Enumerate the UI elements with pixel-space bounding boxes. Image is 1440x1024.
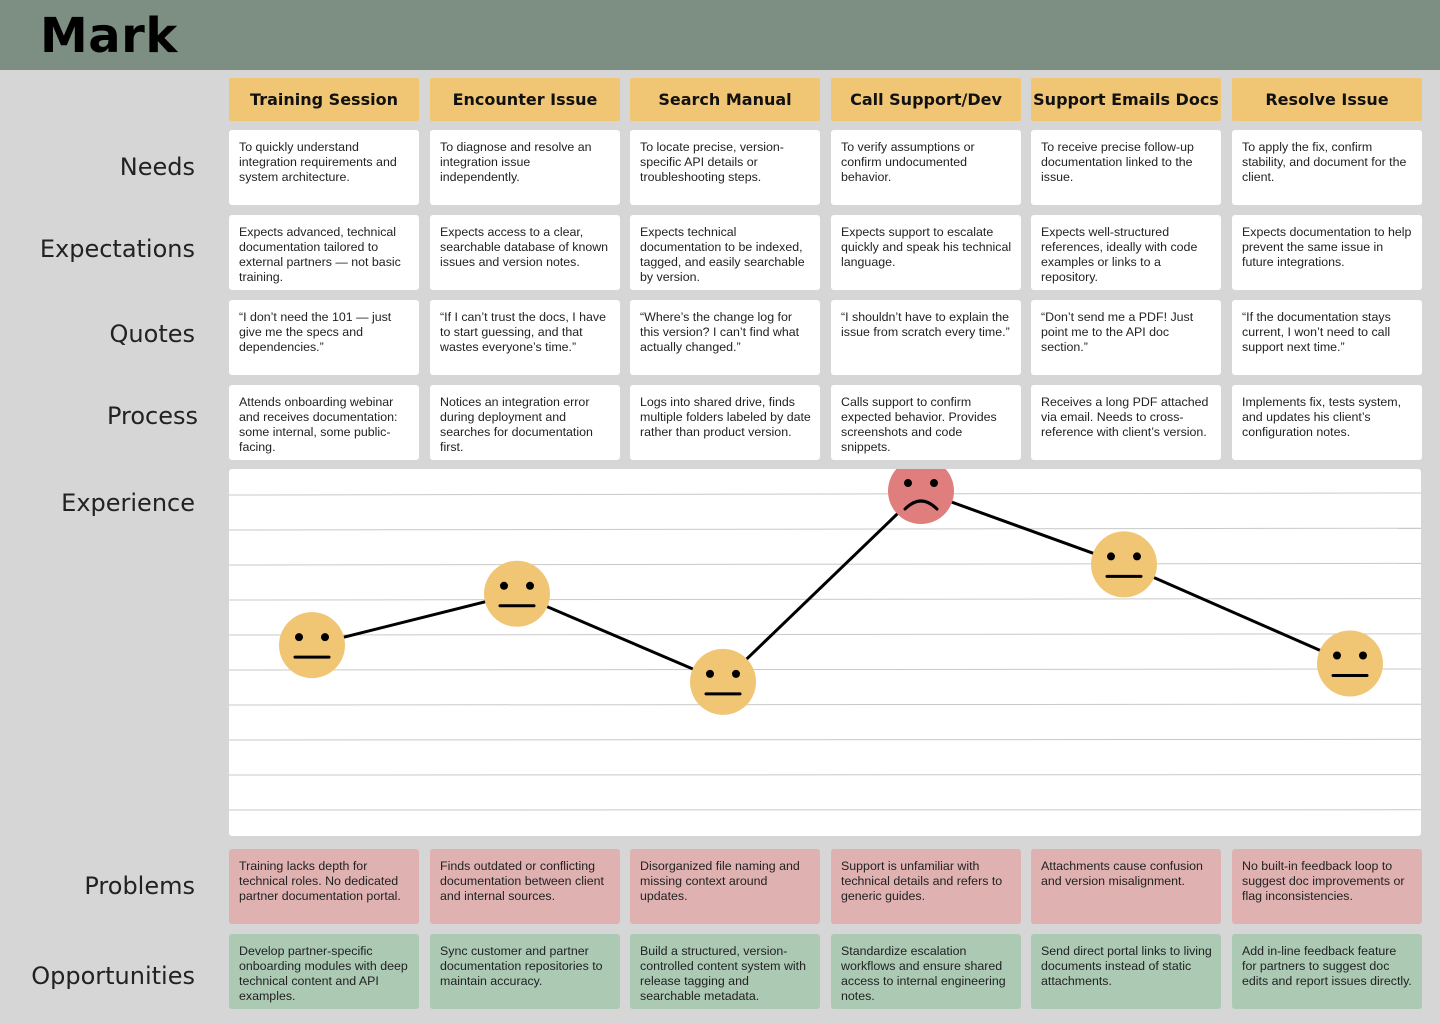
needs-cell: To quickly understand integration requir… <box>229 130 419 205</box>
needs-cell: To apply the fix, confirm stability, and… <box>1232 130 1422 205</box>
stage-header: Resolve Issue <box>1232 78 1422 121</box>
stage-header: Training Session <box>229 78 419 121</box>
stage-header: Search Manual <box>630 78 820 121</box>
expectations-cell: Expects well-structured references, idea… <box>1031 215 1221 290</box>
problem-cell: Attachments cause confusion and version … <box>1031 849 1221 924</box>
grid-line <box>229 527 1421 531</box>
quote-cell: “If I can’t trust the docs, I have to st… <box>430 300 620 375</box>
quote-cell: “If the documentation stays current, I w… <box>1232 300 1422 375</box>
process-cell: Logs into shared drive, finds multiple f… <box>630 385 820 460</box>
needs-cell: To locate precise, version-specific API … <box>630 130 820 205</box>
opportunity-cell: Add in-line feedback feature for partner… <box>1232 934 1422 1009</box>
row-label-opportunities: Opportunities <box>31 962 195 990</box>
neutral-face-point <box>1091 531 1157 598</box>
stage-header: Call Support/Dev <box>831 78 1021 121</box>
quote-cell: “Don’t send me a PDF! Just point me to t… <box>1031 300 1221 375</box>
quote-cell: “Where’s the change log for this version… <box>630 300 820 375</box>
opportunity-cell: Build a structured, version-controlled c… <box>630 934 820 1009</box>
stage-header: Support Emails Docs <box>1031 78 1221 121</box>
needs-cell: To receive precise follow-up documentati… <box>1031 130 1221 205</box>
experience-chart-svg <box>229 469 1421 811</box>
neutral-face-point <box>1317 630 1383 697</box>
opportunity-cell: Standardize escalation workflows and ens… <box>831 934 1021 1009</box>
neutral-face-point <box>484 560 550 627</box>
expectations-cell: Expects technical documentation to be in… <box>630 215 820 290</box>
row-label-problems: Problems <box>84 872 195 900</box>
problem-cell: Training lacks depth for technical roles… <box>229 849 419 924</box>
row-label-experience: Experience <box>61 489 195 517</box>
grid-line <box>229 598 1421 601</box>
quote-cell: “I shouldn’t have to explain the issue f… <box>831 300 1021 375</box>
experience-line <box>311 489 1351 684</box>
grid-line <box>229 738 1421 741</box>
sad-face-point <box>888 469 954 525</box>
needs-cell: To diagnose and resolve an integration i… <box>430 130 620 205</box>
grid-line <box>229 492 1421 496</box>
problem-cell: Disorganized file naming and missing con… <box>630 849 820 924</box>
process-cell: Receives a long PDF attached via email. … <box>1031 385 1221 460</box>
header-bar: Mark <box>0 0 1440 70</box>
problem-cell: No built-in feedback loop to suggest doc… <box>1232 849 1422 924</box>
process-cell: Implements fix, tests system, and update… <box>1232 385 1422 460</box>
opportunity-cell: Send direct portal links to living docum… <box>1031 934 1221 1009</box>
problem-cell: Finds outdated or conflicting documentat… <box>430 849 620 924</box>
process-cell: Notices an integration error during depl… <box>430 385 620 460</box>
row-label-quotes: Quotes <box>109 320 195 348</box>
neutral-face-point <box>690 648 756 715</box>
expectations-cell: Expects support to escalate quickly and … <box>831 215 1021 290</box>
row-label-process: Process <box>106 402 198 430</box>
persona-name: Mark <box>40 8 178 64</box>
expectations-cell: Expects documentation to help prevent th… <box>1232 215 1422 290</box>
opportunity-cell: Sync customer and partner documentation … <box>430 934 620 1009</box>
opportunity-cell: Develop partner-specific onboarding modu… <box>229 934 419 1009</box>
experience-chart <box>229 469 1421 836</box>
needs-cell: To verify assumptions or confirm undocum… <box>831 130 1021 205</box>
process-cell: Attends onboarding webinar and receives … <box>229 385 419 460</box>
quote-cell: “I don’t need the 101 — just give me the… <box>229 300 419 375</box>
row-label-expectations: Expectations <box>39 235 195 263</box>
grid-line <box>229 668 1421 671</box>
expectations-cell: Expects access to a clear, searchable da… <box>430 215 620 290</box>
grid-line <box>229 703 1421 706</box>
stage-header: Encounter Issue <box>430 78 620 121</box>
expectations-cell: Expects advanced, technical documentatio… <box>229 215 419 290</box>
row-label-needs: Needs <box>119 153 195 181</box>
grid-line <box>229 562 1421 566</box>
grid-line <box>229 633 1421 636</box>
process-cell: Calls support to confirm expected behavi… <box>831 385 1021 460</box>
problem-cell: Support is unfamiliar with technical det… <box>831 849 1021 924</box>
neutral-face-point <box>279 612 345 679</box>
